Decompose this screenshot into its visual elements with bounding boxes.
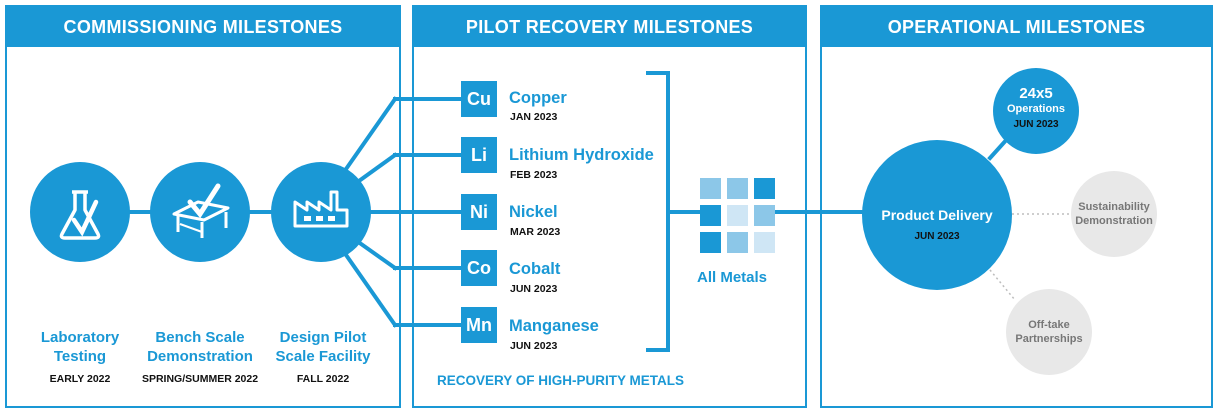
bench-scale-circle: [150, 162, 250, 262]
flask-check-icon: [59, 190, 101, 240]
commissioning-panel: COMMISSIONING MILESTONES: [5, 5, 401, 408]
cobalt-name: Cobalt: [509, 260, 561, 278]
nickel-date: MAR 2023: [510, 226, 561, 238]
nickel-symbol: Ni: [461, 194, 497, 230]
operational-panel: OPERATIONAL MILESTONES: [820, 5, 1213, 408]
operations-circle: 24x5 Operations JUN 2023: [993, 68, 1079, 154]
manganese-date: JUN 2023: [510, 340, 558, 352]
copper-symbol: Cu: [461, 81, 497, 117]
copper-name: Copper: [509, 89, 567, 107]
laboratory-circle: [30, 162, 130, 262]
manganese-name: Manganese: [509, 317, 599, 335]
commissioning-header: COMMISSIONING MILESTONES: [7, 7, 399, 47]
nickel-name: Nickel: [509, 203, 558, 221]
recovery-caption: RECOVERY OF HIGH-PURITY METALS: [437, 373, 685, 388]
pilot-recovery-header: PILOT RECOVERY MILESTONES: [414, 7, 805, 47]
product-delivery-circle: Product Delivery JUN 2023: [862, 140, 1012, 290]
factory-icon: [293, 190, 349, 228]
copper-date: JAN 2023: [510, 111, 558, 123]
design-pilot-circle: [271, 162, 371, 262]
manganese-symbol: Mn: [461, 307, 497, 343]
pilot-recovery-panel: PILOT RECOVERY MILESTONES: [412, 5, 807, 408]
cobalt-symbol: Co: [461, 250, 497, 286]
laboratory-date: EARLY 2022: [49, 373, 111, 385]
lithium-name: Lithium Hydroxide: [509, 146, 654, 164]
sustainability-circle: Sustainability Demonstration: [1071, 171, 1157, 257]
operational-header: OPERATIONAL MILESTONES: [822, 7, 1211, 47]
design-pilot-date: FALL 2022: [296, 373, 350, 385]
bench-scale-date: SPRING/SUMMER 2022: [141, 373, 259, 385]
lithium-date: FEB 2023: [510, 169, 558, 181]
offtake-circle: Off-take Partnerships: [1006, 289, 1092, 375]
metals-grid-icon: [700, 178, 777, 255]
cobalt-date: JUN 2023: [510, 283, 558, 295]
lithium-symbol: Li: [461, 137, 497, 173]
all-metals-label: All Metals: [697, 269, 768, 286]
table-check-icon: [172, 183, 230, 238]
